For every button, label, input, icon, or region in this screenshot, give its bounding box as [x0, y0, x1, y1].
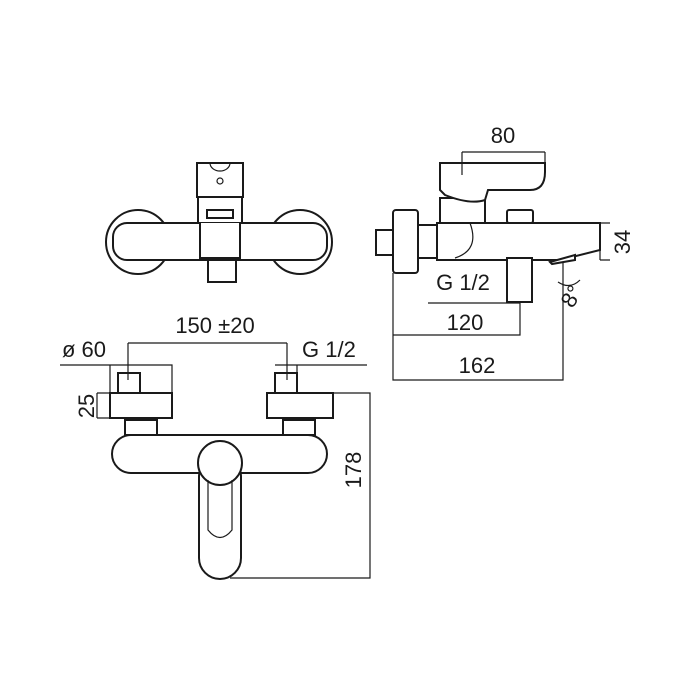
- dim-178-line: [230, 392, 371, 579]
- dim-60-label: ø 60: [62, 337, 106, 362]
- dim-g12-front-line: [275, 364, 367, 373]
- top-cartridge: [199, 223, 241, 259]
- dim-g12-side-label: G 1/2: [436, 270, 490, 295]
- handle-notch: [209, 162, 231, 172]
- dim-80-line: [461, 151, 546, 175]
- side-lever: [439, 162, 546, 203]
- dim-162-label: 162: [459, 353, 496, 378]
- top-diverter: [206, 209, 234, 219]
- top-spout: [207, 259, 237, 283]
- wall-nipple: [375, 229, 394, 256]
- dim-34-line: [599, 222, 610, 261]
- dim-25-line: [96, 392, 110, 419]
- front-view: 150 ±20 ø 60 G 1/2 25 178: [60, 313, 371, 580]
- dim-60-line: [60, 364, 173, 393]
- diverter-knob: [506, 209, 534, 224]
- right-flange: [266, 392, 334, 419]
- top-handle: [196, 162, 244, 198]
- dim-g12-front-label: G 1/2: [302, 337, 356, 362]
- right-nut: [282, 419, 316, 436]
- bath-outlet: [506, 257, 533, 303]
- dim-34-label: 34: [610, 230, 635, 254]
- dim-120-label: 120: [447, 310, 484, 335]
- dim-150-line: [127, 342, 288, 380]
- right-inlet-stub: [274, 372, 298, 394]
- lever-hub: [197, 440, 243, 486]
- aerator: [548, 253, 576, 266]
- dim-150-label: 150 ±20: [175, 313, 254, 338]
- dim-angle-label: 8°: [555, 281, 587, 312]
- left-nut: [124, 419, 158, 436]
- left-inlet-stub: [117, 372, 141, 394]
- side-body: [436, 222, 601, 261]
- left-flange: [109, 392, 173, 419]
- handle-indicator: [216, 177, 224, 185]
- dim-25-label: 25: [74, 394, 99, 418]
- dim-80-label: 80: [491, 123, 515, 148]
- wall-flange: [392, 209, 419, 274]
- top-view: [105, 162, 333, 283]
- connection-nut: [417, 224, 438, 259]
- dim-120-line: [393, 302, 521, 336]
- dim-178-label: 178: [341, 452, 366, 489]
- side-view: 80 34 G 1/2 8° 120 162: [375, 123, 635, 381]
- dim-162-line: [392, 262, 564, 381]
- lever-inner: [207, 480, 233, 539]
- body-curve: [454, 222, 474, 259]
- angle-arc: [557, 279, 581, 287]
